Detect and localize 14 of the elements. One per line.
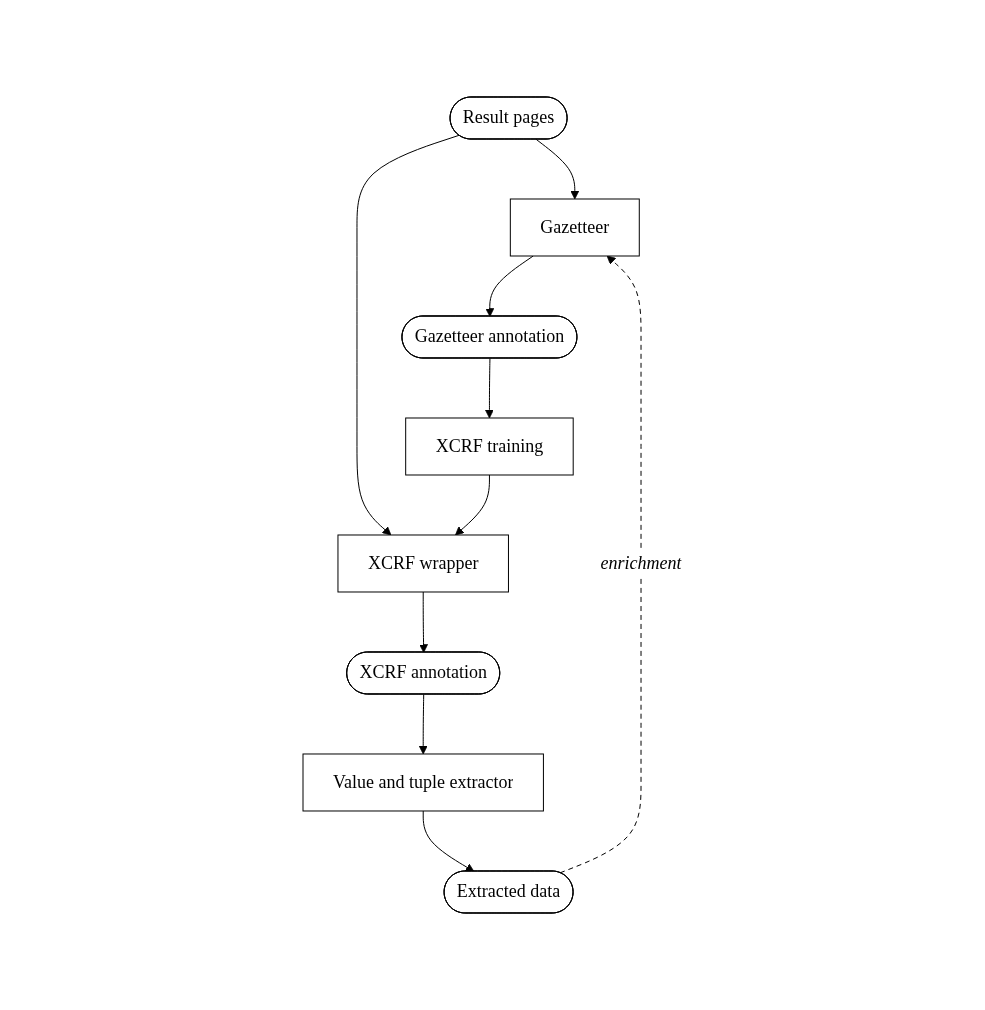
- node-box: XCRF training: [405, 417, 574, 476]
- edge-label: enrichment: [600, 552, 682, 573]
- arrow: [356, 134, 460, 536]
- node-box: Gazetteer: [510, 198, 640, 257]
- arrow: [419, 591, 429, 653]
- node-box: XCRF wrapper: [337, 534, 510, 593]
- arrow: [485, 255, 534, 317]
- arrow: [419, 694, 428, 755]
- arrow: [422, 810, 475, 872]
- node-box: Value and tuple extractor: [302, 753, 545, 812]
- arrow: [559, 255, 642, 874]
- arrow: [455, 474, 491, 536]
- arrow: [485, 358, 495, 419]
- arrow: [536, 139, 580, 200]
